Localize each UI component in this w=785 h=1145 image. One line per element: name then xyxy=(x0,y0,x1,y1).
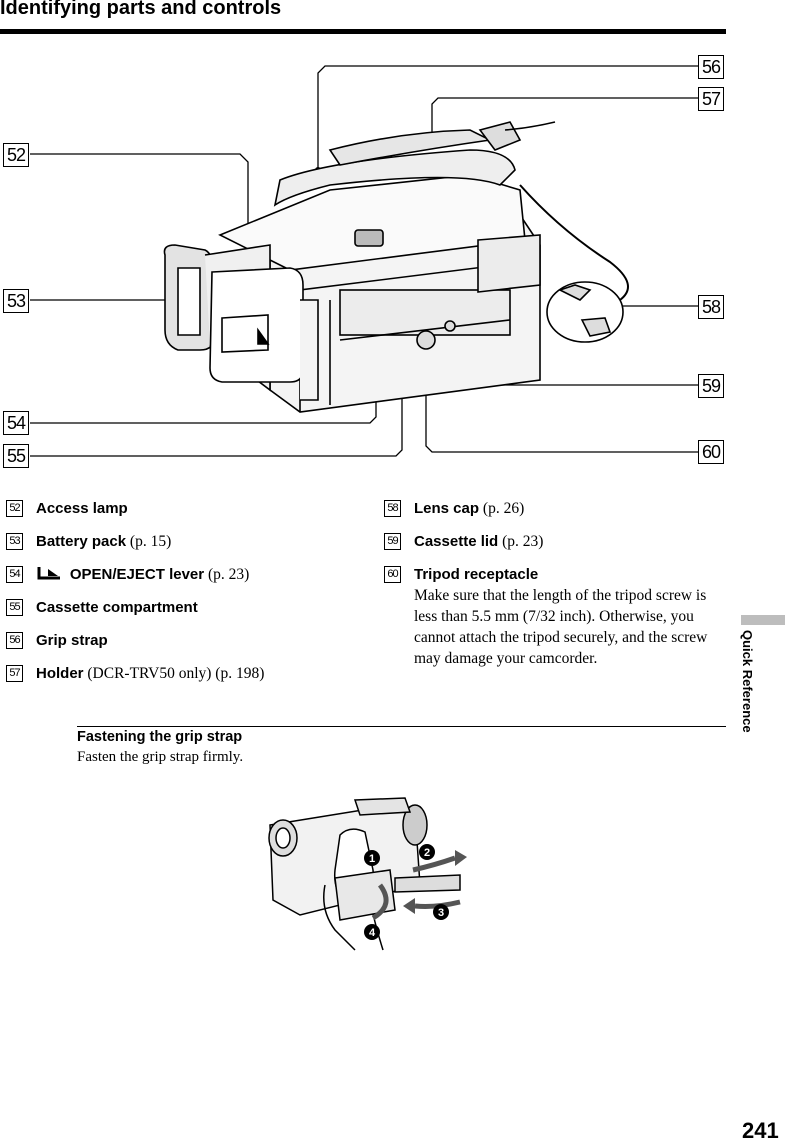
list-item: 56 Grip strap xyxy=(6,630,346,651)
step-1-marker: 1 xyxy=(369,853,375,865)
step-2-marker: 2 xyxy=(424,847,430,859)
item-name: Holder xyxy=(36,665,84,682)
item-ref: (p. 23) xyxy=(207,566,250,583)
page-title: Identifying parts and controls xyxy=(0,0,282,19)
item-number: 57 xyxy=(6,665,23,682)
item-name: Grip strap xyxy=(36,632,108,649)
list-item: 55 Cassette compartment xyxy=(6,597,346,618)
callout-54: 54 xyxy=(3,411,29,435)
item-number: 58 xyxy=(384,500,401,517)
list-item: 60 Tripod receptacle Make sure that the … xyxy=(384,564,729,669)
section-text: Fasten the grip strap firmly. xyxy=(77,749,244,765)
item-number: 52 xyxy=(6,500,23,517)
list-item: 59 Cassette lid (p. 23) xyxy=(384,531,729,552)
item-name: Access lamp xyxy=(36,500,128,517)
item-name: Tripod receptacle xyxy=(414,566,539,583)
list-item: 52 Access lamp xyxy=(6,498,346,519)
item-number: 59 xyxy=(384,533,401,550)
item-ref: (p. 26) xyxy=(482,500,525,517)
item-number: 54 xyxy=(6,566,23,583)
callout-59: 59 xyxy=(698,374,724,398)
section-rule xyxy=(77,726,726,727)
step-4-marker: 4 xyxy=(369,927,376,939)
item-description: Make sure that the length of the tripod … xyxy=(414,587,708,667)
item-number: 56 xyxy=(6,632,23,649)
list-item: 54 OPEN/EJECT lever (p. 23) xyxy=(6,564,346,585)
item-ref: (p. 23) xyxy=(502,533,544,550)
item-name: Cassette lid xyxy=(414,533,499,550)
callout-57: 57 xyxy=(698,87,724,111)
list-item: 57 Holder (DCR-TRV50 only) (p. 198) xyxy=(6,663,346,684)
item-ref: (DCR-TRV50 only) (p. 198) xyxy=(87,665,265,682)
callout-55: 55 xyxy=(3,444,29,468)
item-number: 55 xyxy=(6,599,23,616)
list-item: 58 Lens cap (p. 26) xyxy=(384,498,729,519)
callout-53: 53 xyxy=(3,289,29,313)
side-section-label: Quick Reference xyxy=(740,630,755,733)
callout-60: 60 xyxy=(698,440,724,464)
item-number: 53 xyxy=(6,533,23,550)
item-ref: (p. 15) xyxy=(129,533,172,550)
callout-58: 58 xyxy=(698,295,724,319)
title-rule xyxy=(0,29,726,34)
grip-strap-illustration: 1 2 3 4 xyxy=(268,797,467,951)
callout-52: 52 xyxy=(3,143,29,167)
page-number: 241 xyxy=(742,1118,779,1143)
parts-list-left: 52 Access lamp 53 Battery pack (p. 15) 5… xyxy=(6,498,346,696)
item-name: Cassette compartment xyxy=(36,599,198,616)
camcorder-illustration xyxy=(30,65,698,457)
parts-list-right: 58 Lens cap (p. 26) 59 Cassette lid (p. … xyxy=(384,498,729,681)
step-3-marker: 3 xyxy=(438,907,444,919)
item-name: Battery pack xyxy=(36,533,127,550)
callout-56: 56 xyxy=(698,55,724,79)
item-name: OPEN/EJECT lever xyxy=(69,566,205,583)
section-title: Fastening the grip strap xyxy=(77,729,243,745)
side-tab-marker xyxy=(741,615,785,625)
item-name: Lens cap xyxy=(414,500,480,517)
item-number: 60 xyxy=(384,566,401,583)
eject-icon xyxy=(37,567,60,580)
list-item: 53 Battery pack (p. 15) xyxy=(6,531,346,552)
